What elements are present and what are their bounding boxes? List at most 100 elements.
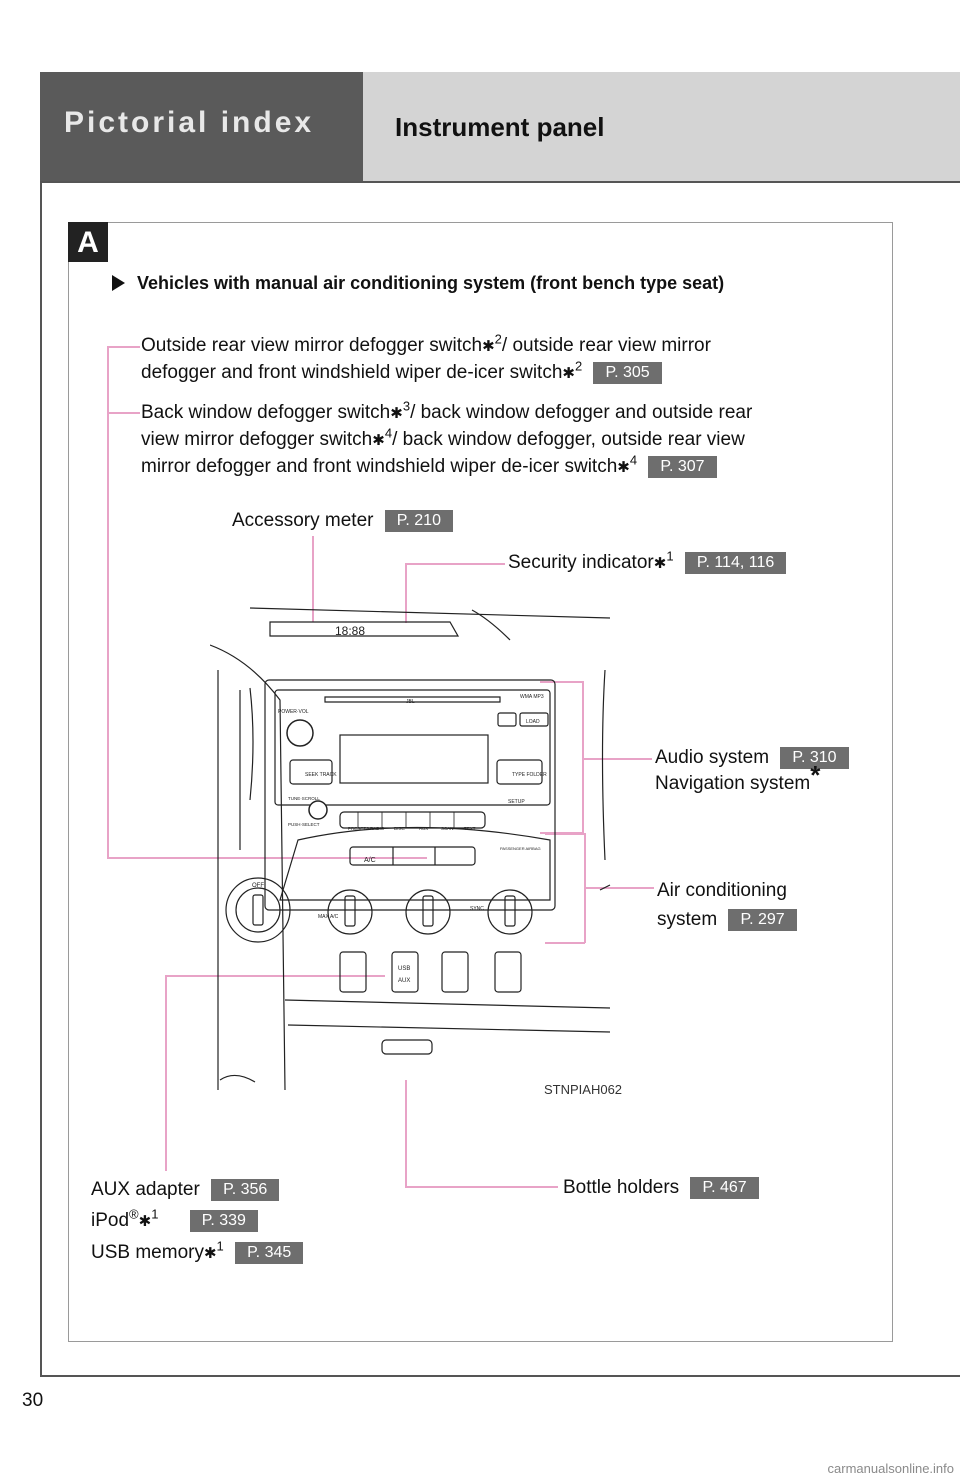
power-vol-label: POWER·VOL xyxy=(278,709,309,715)
asterisk-icon: ✱ xyxy=(482,338,495,355)
leader-line xyxy=(540,681,583,683)
callout-text: Back window defogger switch xyxy=(141,402,391,423)
leader-line xyxy=(405,1186,558,1188)
footnote-ref: 4 xyxy=(384,425,393,441)
callout-text: Air conditioning xyxy=(657,880,787,901)
instrument-panel-illustration: 18:88 POWER·VOL SEEK TRACK TYPE FOLDER L… xyxy=(210,607,611,1091)
tune-scroll-knob xyxy=(308,800,328,820)
callout-text: system xyxy=(657,909,718,930)
illustration-caption: STNPIAH062 xyxy=(544,1082,623,1097)
footnote-ref: 4 xyxy=(629,452,638,468)
callout-text: Accessory meter xyxy=(232,510,374,531)
asterisk-icon: * xyxy=(810,760,821,790)
page-ref-467[interactable]: P. 467 xyxy=(690,1176,759,1199)
callout-text: Navigation system xyxy=(655,773,811,794)
bottle-holders-callout: Bottle holders P. 467 xyxy=(563,1175,759,1201)
page-ref-210[interactable]: P. 210 xyxy=(384,509,453,532)
asterisk-icon: ✱ xyxy=(138,1213,152,1230)
page-ref-345[interactable]: P. 345 xyxy=(235,1241,304,1264)
panel-badge: A xyxy=(68,222,108,262)
page-ref-339[interactable]: P. 339 xyxy=(189,1209,258,1232)
callout-text: USB memory xyxy=(91,1242,204,1263)
max-ac-label: MAX A/C xyxy=(318,914,339,920)
footnote-ref: 3 xyxy=(402,398,411,414)
asterisk-icon: ✱ xyxy=(390,405,403,422)
asterisk-icon: ✱ xyxy=(653,555,667,572)
mirror-defogger-callout: Outside rear view mirror defogger switch… xyxy=(141,333,711,387)
leader-line xyxy=(107,346,140,348)
leader-line xyxy=(165,975,385,977)
push-select-label: PUSH·SELECT xyxy=(288,822,320,827)
jbl-logo: JBL xyxy=(406,699,415,705)
callout-text: view mirror defogger switch xyxy=(141,429,373,450)
page-ref-307[interactable]: P. 307 xyxy=(648,455,717,478)
page-ref-356[interactable]: P. 356 xyxy=(211,1178,280,1201)
leader-line xyxy=(405,563,505,565)
content-box xyxy=(68,222,893,1342)
fan-off-label: OFF xyxy=(252,883,264,889)
leader-line xyxy=(582,681,584,833)
page-number: 30 xyxy=(22,1390,44,1411)
asterisk-icon: ✱ xyxy=(562,365,575,382)
footnote-ref: 2 xyxy=(574,358,583,374)
audio-system-callout: Audio system P. 310 Navigation system* xyxy=(655,745,849,797)
callout-text: / outside rear view mirror xyxy=(501,335,711,356)
leader-line xyxy=(405,1080,407,1187)
power-volume-knob xyxy=(286,719,314,747)
leader-line xyxy=(582,758,652,760)
leader-line xyxy=(405,563,407,623)
callout-text: Bottle holders xyxy=(563,1177,680,1198)
preset-label: TEXT xyxy=(464,826,476,831)
leader-line xyxy=(165,975,167,1171)
asterisk-icon: ✱ xyxy=(372,432,385,449)
leader-line xyxy=(545,942,585,944)
page-ref-310[interactable]: P. 310 xyxy=(780,746,849,769)
vehicle-type-text: Vehicles with manual air conditioning sy… xyxy=(137,273,725,293)
air-conditioning-callout: Air conditioning system P. 297 xyxy=(657,876,797,934)
preset-label: DISC xyxy=(394,826,406,831)
load-label: LOAD xyxy=(526,719,540,725)
tune-scroll-label: TUNE·SCROLL xyxy=(288,796,320,801)
preset-label: AUX xyxy=(419,826,428,831)
header-divider xyxy=(40,181,960,183)
seek-track-label: SEEK TRACK xyxy=(305,772,337,778)
footnote-ref: 2 xyxy=(494,331,502,347)
accessory-meter-clock: 18:88 xyxy=(335,624,365,638)
asterisk-icon: ✱ xyxy=(617,459,630,476)
sync-label: SYNC xyxy=(470,906,484,912)
section-title: Pictorial index xyxy=(64,106,315,139)
type-folder-label: TYPE FOLDER xyxy=(512,772,547,778)
header-section-bg xyxy=(40,72,363,182)
page-ref-114-116[interactable]: P. 114, 116 xyxy=(684,551,787,574)
accessory-meter-callout: Accessory meter P. 210 xyxy=(232,508,453,534)
arrow-right-icon xyxy=(112,275,125,291)
leader-line xyxy=(545,833,585,835)
leader-line xyxy=(584,887,654,889)
vehicle-type-heading: Vehicles with manual air conditioning sy… xyxy=(112,273,724,294)
callout-text: / back window defogger and outside rear xyxy=(410,402,753,423)
preset-label: SCAN xyxy=(441,826,454,831)
leader-line xyxy=(107,412,140,414)
footer-watermark: carmanualsonline.info xyxy=(827,1461,954,1476)
header-subsection-bg xyxy=(363,72,960,182)
security-indicator-callout: Security indicator✱1 P. 114, 116 xyxy=(508,548,787,577)
passenger-airbag-label: PASSENGER AIRBAG xyxy=(500,846,541,851)
leader-line xyxy=(107,346,109,857)
usb-port-label: USB xyxy=(398,966,410,972)
callout-text: iPod xyxy=(91,1210,130,1231)
callout-text: Outside rear view mirror defogger switch xyxy=(141,335,483,356)
page-ref-297[interactable]: P. 297 xyxy=(728,908,797,931)
callout-text: AUX adapter xyxy=(91,1179,200,1200)
aux-usb-callout: AUX adapter P. 356 iPod®✱1 P. 339 USB me… xyxy=(91,1174,304,1269)
callout-text: / back window defogger, outside rear vie… xyxy=(392,429,745,450)
footnote-ref: 1 xyxy=(666,548,674,564)
callout-text: Audio system xyxy=(655,747,770,768)
wma-mp3-label: WMA MP3 xyxy=(520,694,544,700)
page-ref-305[interactable]: P. 305 xyxy=(593,361,662,384)
footnote-ref: 1 xyxy=(216,1238,224,1254)
footnote-ref: 1 xyxy=(151,1206,159,1222)
ac-button-label: A/C xyxy=(364,857,376,864)
callout-text: defogger and front windshield wiper de-i… xyxy=(141,362,563,383)
callout-text: Security indicator xyxy=(508,552,654,573)
asterisk-icon: ✱ xyxy=(203,1245,217,1262)
